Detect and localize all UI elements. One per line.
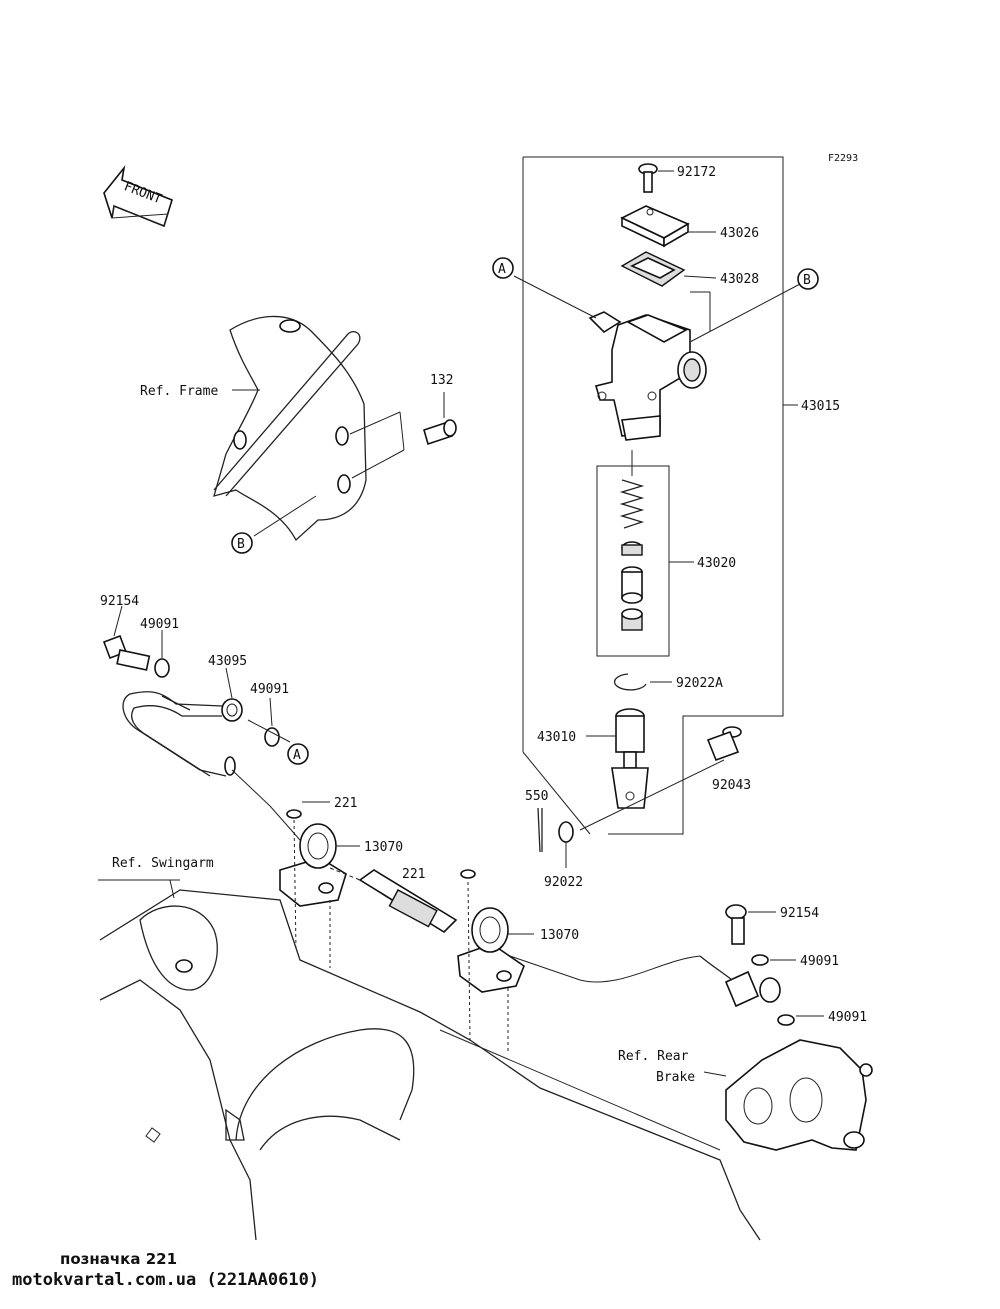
bolt-92172 bbox=[638, 163, 674, 193]
label-92043: 92043 bbox=[712, 778, 751, 793]
clamp-13070-right bbox=[457, 869, 534, 1052]
label-92022: 92022 bbox=[544, 875, 583, 890]
hose-guide bbox=[329, 867, 701, 983]
label-49091-c: 49091 bbox=[800, 954, 839, 969]
push-rod-43010 bbox=[586, 708, 649, 809]
pin-92043 bbox=[579, 726, 742, 831]
callout-a-top: A bbox=[492, 257, 514, 279]
callout-a-hose: A bbox=[287, 743, 309, 765]
label-92154-top: 92154 bbox=[100, 594, 139, 609]
footer-line-1: позначка 221 bbox=[60, 1250, 178, 1268]
assembly-bracket-lines bbox=[522, 156, 798, 835]
master-cylinder-body bbox=[513, 275, 801, 441]
brake-hose-assembly bbox=[102, 605, 301, 841]
svg-text:B: B bbox=[803, 273, 811, 288]
svg-text:B: B bbox=[237, 537, 245, 552]
label-13070-b: 13070 bbox=[540, 928, 579, 943]
rear-brake-caliper bbox=[703, 1039, 873, 1151]
label-43020: 43020 bbox=[697, 556, 736, 571]
label-92154-bottom: 92154 bbox=[780, 906, 819, 921]
label-ref-rear-brake-1: Ref. Rear bbox=[618, 1049, 689, 1064]
label-43095: 43095 bbox=[208, 654, 247, 669]
circlip-92022A bbox=[613, 673, 672, 691]
label-43010: 43010 bbox=[537, 730, 576, 745]
rear-brake-hose-end bbox=[699, 904, 824, 1026]
label-49091-a: 49091 bbox=[140, 617, 179, 632]
svg-text:A: A bbox=[498, 262, 506, 277]
frame-reference bbox=[213, 315, 405, 542]
washer-92022 bbox=[558, 821, 574, 868]
label-92172: 92172 bbox=[677, 165, 716, 180]
swingarm-reference bbox=[98, 879, 761, 1241]
label-43026: 43026 bbox=[720, 226, 759, 241]
footer-line-2: motokvartal.com.ua (221AA0610) bbox=[12, 1270, 320, 1290]
bolt-132 bbox=[423, 392, 457, 446]
label-92022A: 92022A bbox=[676, 676, 723, 691]
clamp-13070-left bbox=[279, 801, 360, 968]
callout-b-top: B bbox=[797, 268, 819, 290]
reservoir-cap-43026 bbox=[620, 205, 716, 248]
label-221-b: 221 bbox=[402, 867, 425, 882]
label-132: 132 bbox=[430, 373, 453, 388]
label-ref-swingarm: Ref. Swingarm bbox=[112, 856, 214, 871]
label-ref-rear-brake-2: Brake bbox=[656, 1070, 695, 1085]
label-ref-frame: Ref. Frame bbox=[140, 384, 218, 399]
callout-b-frame: B bbox=[231, 532, 253, 554]
label-550: 550 bbox=[525, 789, 548, 804]
label-43028: 43028 bbox=[720, 272, 759, 287]
cotter-pin-550 bbox=[537, 807, 543, 853]
label-43015: 43015 bbox=[801, 399, 840, 414]
svg-text:A: A bbox=[293, 748, 301, 763]
label-49091-b: 49091 bbox=[250, 682, 289, 697]
label-221-a: 221 bbox=[334, 796, 357, 811]
diagram-code: F2293 bbox=[828, 153, 858, 164]
piston-kit-43020 bbox=[619, 450, 694, 631]
diaphragm-43028 bbox=[620, 251, 717, 287]
front-arrow-icon: FRONT bbox=[103, 165, 173, 228]
label-13070-a: 13070 bbox=[364, 840, 403, 855]
label-49091-d: 49091 bbox=[828, 1010, 867, 1025]
